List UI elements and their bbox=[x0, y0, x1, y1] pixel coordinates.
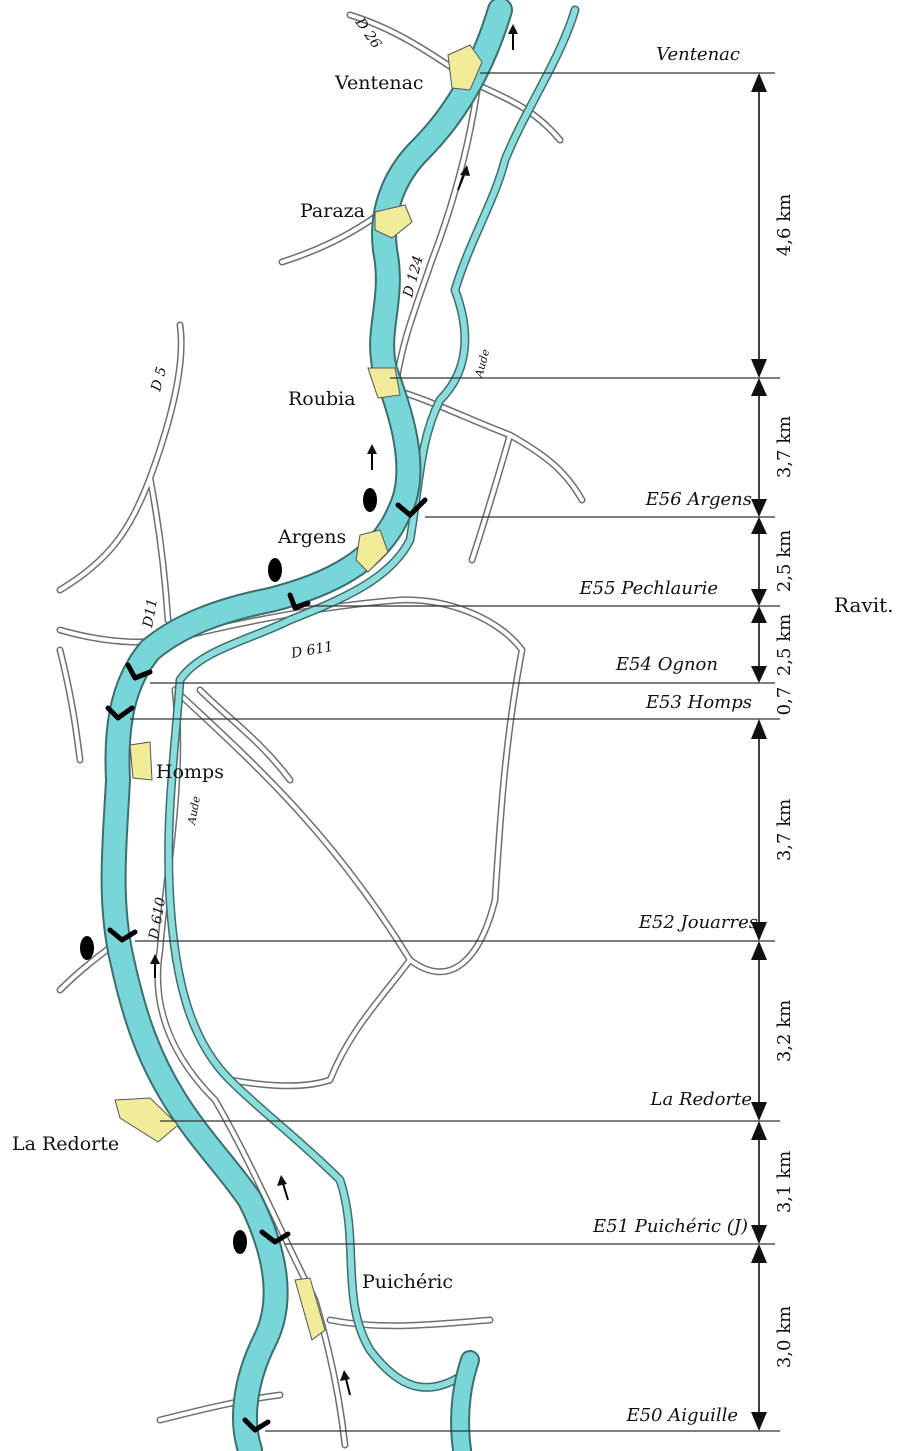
village-roubia bbox=[367, 367, 401, 399]
river-label-aude: Aude bbox=[185, 795, 203, 827]
place-label-la-redorte: La Redorte bbox=[12, 1133, 119, 1155]
stop-label-la-redorte: La Redorte bbox=[650, 1089, 752, 1110]
village-puicheric bbox=[294, 1277, 326, 1341]
villages bbox=[114, 44, 483, 1341]
ravitaillement-label: Ravit. bbox=[834, 593, 894, 617]
stop-label-e55: E55 Pechlaurie bbox=[579, 578, 719, 599]
river-aude bbox=[164, 5, 580, 1392]
stop-labels: Ventenac E56 Argens E55 Pechlaurie E54 O… bbox=[579, 44, 759, 1426]
road-network bbox=[56, 11, 586, 1449]
lock-circle-icon bbox=[363, 488, 377, 512]
road-label-d610: D 610 bbox=[146, 896, 169, 942]
distance-label: 3,7 km bbox=[774, 416, 795, 478]
stop-label-e56: E56 Argens bbox=[645, 489, 752, 510]
lock-check-icon bbox=[395, 497, 428, 518]
canal-du-midi bbox=[100, 0, 513, 1451]
river-label-aude: Aude bbox=[472, 347, 492, 379]
village-la-redorte bbox=[114, 1097, 179, 1143]
place-label-argens: Argens bbox=[277, 526, 346, 548]
lock-circle-icon bbox=[268, 558, 282, 582]
stop-label-e53: E53 Homps bbox=[645, 692, 752, 713]
distance-markers bbox=[751, 73, 767, 1431]
place-label-paraza: Paraza bbox=[300, 200, 365, 222]
place-label-roubia: Roubia bbox=[288, 388, 356, 410]
arrow-up-icon bbox=[340, 1370, 351, 1396]
stop-label-e50: E50 Aiguille bbox=[625, 1405, 738, 1426]
distance-labels: 4,6 km 3,7 km 2,5 km 2,5 km 0,7 3,7 km 3… bbox=[774, 194, 795, 1368]
lock-check-icon bbox=[242, 1417, 271, 1433]
lock-check-icon bbox=[125, 662, 153, 681]
distance-label: 3,0 km bbox=[774, 1306, 795, 1368]
distance-label: 2,5 km bbox=[774, 530, 795, 592]
village-argens bbox=[355, 529, 389, 573]
lock-check-icon bbox=[259, 1229, 291, 1245]
arrow-up-icon bbox=[457, 165, 470, 191]
arrow-up-icon bbox=[150, 954, 160, 978]
arrow-up-icon bbox=[367, 444, 377, 470]
lock-check-icon bbox=[287, 592, 311, 611]
arrow-up-icon bbox=[277, 1175, 289, 1201]
stop-label-e51: E51 Puichéric (J) bbox=[592, 1216, 748, 1237]
road-label-d11: D11 bbox=[140, 597, 161, 629]
place-label-puicheric: Puichéric bbox=[362, 1271, 453, 1293]
road-label-d5: D 5 bbox=[148, 365, 170, 394]
distance-label: 3,7 km bbox=[774, 799, 795, 861]
river-labels: Aude Aude bbox=[185, 347, 492, 826]
distance-label: 3,2 km bbox=[774, 1000, 795, 1062]
village-ventenac bbox=[447, 44, 483, 91]
village-homps bbox=[129, 741, 153, 781]
lock-check-icon bbox=[105, 705, 135, 721]
distance-label: 3,1 km bbox=[774, 1151, 795, 1213]
lock-circle-icon bbox=[80, 936, 94, 960]
place-labels: Ventenac Paraza Roubia Argens Homps La R… bbox=[12, 72, 453, 1293]
arrow-up-icon bbox=[508, 24, 518, 50]
lock-marks bbox=[105, 497, 428, 1433]
place-label-ventenac: Ventenac bbox=[334, 72, 424, 94]
stop-lines bbox=[130, 72, 780, 1432]
distance-label: 4,6 km bbox=[774, 194, 795, 256]
stop-label-ventenac: Ventenac bbox=[656, 44, 740, 65]
road-labels: D 26 D 124 D 5 D11 D 611 D 610 bbox=[140, 14, 427, 941]
lock-circle-icon bbox=[233, 1230, 247, 1254]
stop-label-e54: E54 Ognon bbox=[615, 654, 718, 675]
lock-check-icon bbox=[107, 927, 138, 943]
stop-label-e52: E52 Jouarres bbox=[638, 912, 758, 933]
distance-label: 2,5 km bbox=[774, 614, 795, 676]
place-label-homps: Homps bbox=[156, 761, 224, 783]
direction-arrows bbox=[150, 24, 518, 1396]
road-label-d611: D 611 bbox=[289, 639, 335, 662]
lock-o-marks bbox=[80, 488, 377, 1254]
distance-label: 0,7 bbox=[774, 687, 795, 716]
village-paraza bbox=[374, 204, 413, 239]
